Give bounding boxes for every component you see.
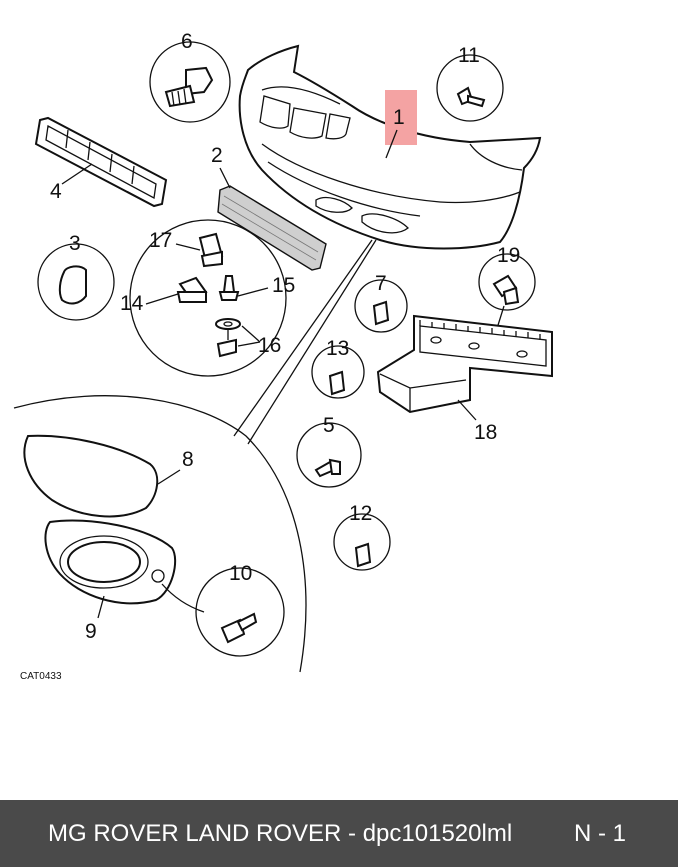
part-7-clip[interactable] (354, 279, 408, 333)
callout-2: 2 (211, 144, 223, 167)
part-10-screw[interactable] (161, 567, 285, 657)
detail-arc (13, 395, 307, 673)
part-16-washer-bolt[interactable] (215, 318, 241, 358)
callout-1: 1 (393, 106, 405, 129)
part-4-grille[interactable] (34, 116, 168, 208)
callout-17: 17 (149, 229, 172, 252)
part-9-fog-bezel[interactable] (44, 519, 177, 605)
part-11-screw[interactable] (436, 54, 504, 122)
part-15-screw[interactable] (218, 275, 240, 301)
callout-3: 3 (69, 232, 81, 255)
callout-4: 4 (50, 180, 62, 203)
callout-6: 6 (181, 30, 193, 53)
part-6-bolt[interactable] (149, 41, 231, 123)
part-18-bracket[interactable] (376, 314, 553, 414)
footer-bar: MG ROVER LAND ROVER - dpc101520lml N - 1 (0, 800, 678, 867)
callout-10: 10 (229, 562, 252, 585)
callout-7: 7 (375, 272, 387, 295)
detail-leader-right (247, 239, 377, 445)
part-19-bolt[interactable] (478, 253, 536, 311)
callout-19: 19 (497, 244, 520, 267)
part-3-clip[interactable] (37, 243, 115, 321)
detail-leader-left (233, 239, 373, 437)
footer-brand-part-number: MG ROVER LAND ROVER - dpc101520lml (48, 820, 513, 847)
callout-1-highlight (385, 90, 417, 145)
callout-9: 9 (85, 620, 97, 643)
part-8-fog-cover[interactable] (23, 434, 159, 518)
footer-page-indicator: N - 1 (574, 820, 627, 847)
catalog-code: CAT0433 (20, 671, 62, 682)
callout-14: 14 (120, 292, 144, 315)
callout-13: 13 (326, 337, 349, 360)
part-17-clip[interactable] (198, 232, 224, 268)
exploded-parts-diagram: 1 6 11 4 2 3 (13, 30, 553, 682)
callout-15: 15 (272, 274, 295, 297)
callout-5: 5 (323, 414, 335, 437)
part-13-clip[interactable] (311, 345, 365, 399)
callout-16: 16 (258, 334, 281, 357)
fixings-group-circle (129, 219, 287, 377)
callout-12: 12 (349, 502, 372, 525)
part-5-screw[interactable] (296, 422, 362, 488)
callout-8: 8 (182, 448, 194, 471)
part-12-clip[interactable] (333, 513, 391, 571)
callout-18: 18 (474, 421, 497, 444)
callout-11: 11 (458, 44, 480, 67)
part-14-nut[interactable] (176, 276, 208, 303)
part-2-mesh[interactable] (217, 185, 327, 271)
